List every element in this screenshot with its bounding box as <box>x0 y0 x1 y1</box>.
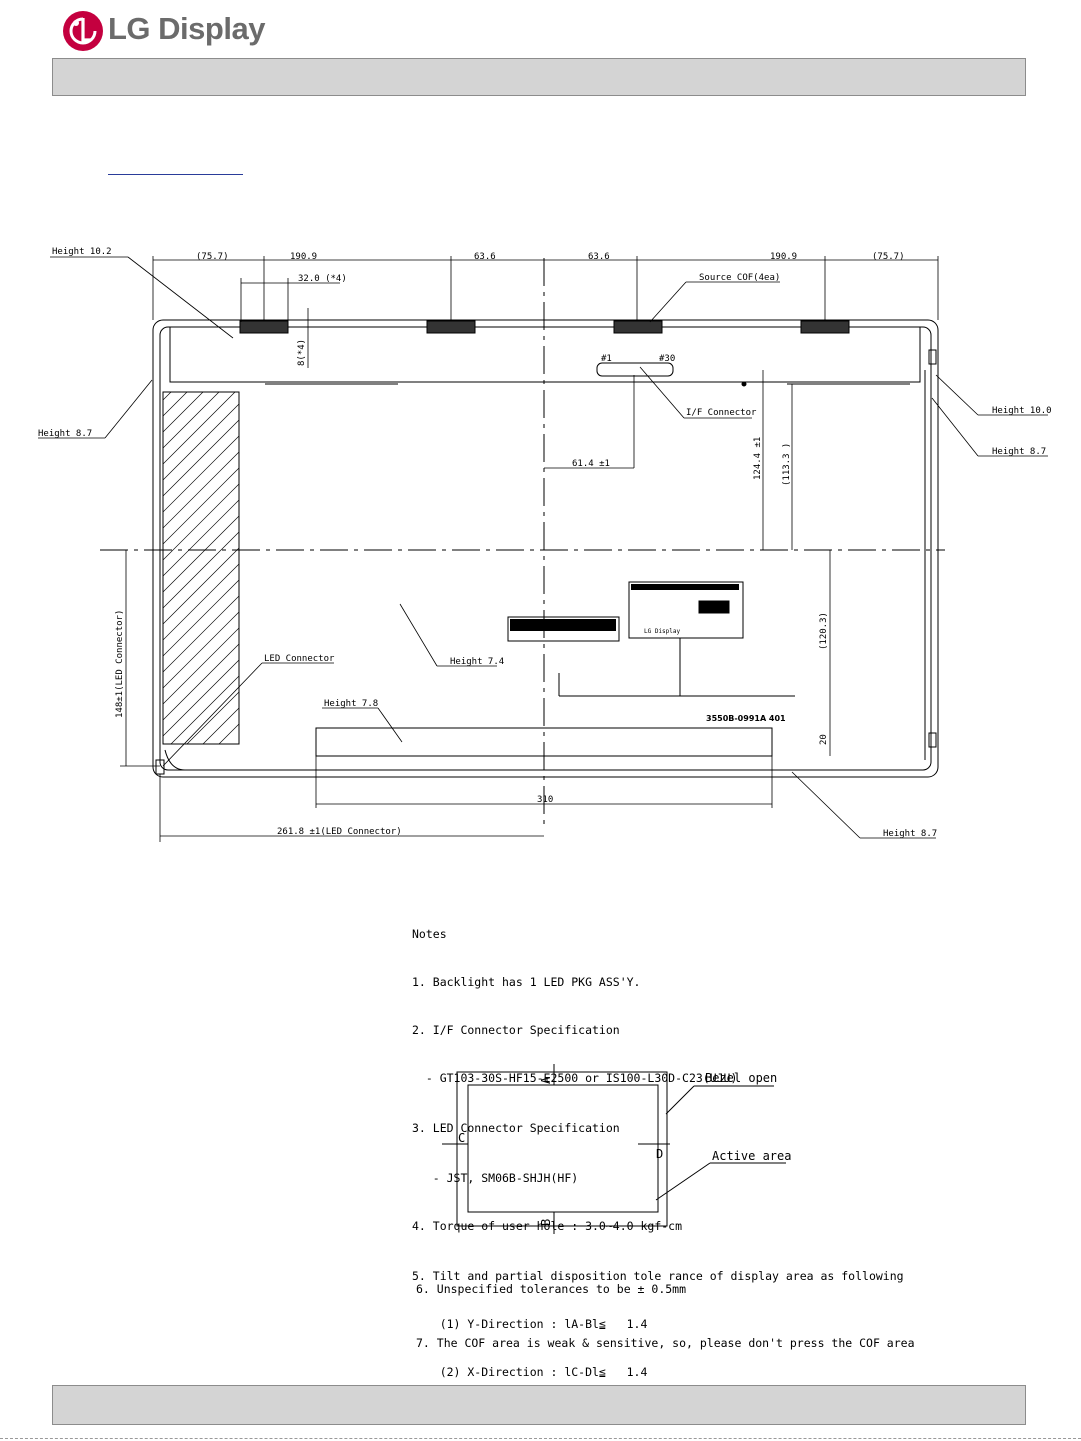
height-7-8-label: Height 7.8 <box>324 699 378 709</box>
dim-20: 20 <box>819 734 829 745</box>
notes-bottom-block: 6. Unspecified tolerances to be ± 0.5mm … <box>416 1244 915 1370</box>
note-7: 7. The COF area is weak & sensitive, so,… <box>416 1336 915 1350</box>
dim-61-4: 61.4 ±1 <box>572 459 610 469</box>
bezel-open-label: Bezel open <box>705 1071 777 1085</box>
led-connector-label: LED Connector <box>264 654 335 664</box>
dim-75-7-right: (75.7) <box>872 252 905 262</box>
part-number-label: 3550B-0991A 401 <box>706 714 786 723</box>
product-label-brand: LG Display <box>644 628 681 635</box>
height-10-0-label: Height 10.0 <box>992 406 1052 416</box>
pin-30-label: #30 <box>659 354 675 364</box>
note-1: 1. Backlight has 1 LED PKG ASS'Y. <box>412 975 641 989</box>
dim-190-9-right: 190.9 <box>770 252 797 262</box>
note-5: 5. Tilt and partial disposition tole ran… <box>412 1269 904 1283</box>
dim-75-7-left: (75.7) <box>196 252 229 262</box>
dim-120-3: (120.3) <box>819 612 829 650</box>
inset-label-a: A <box>539 1076 553 1084</box>
logo-wordmark: LG Display <box>108 11 265 46</box>
pin-1-label: #1 <box>601 354 612 364</box>
note-3: 3. LED Connector Specification <box>412 1121 620 1135</box>
height-8-7-left-label: Height 8.7 <box>38 429 92 439</box>
active-area-outline <box>467 1084 659 1213</box>
dim-310: 310 <box>537 795 553 805</box>
height-8-7-right-label: Height 8.7 <box>992 447 1046 457</box>
module-outline <box>152 319 939 778</box>
note-6: 6. Unspecified tolerances to be ± 0.5mm <box>416 1282 687 1296</box>
lg-logo-icon <box>63 11 103 51</box>
height-8-7-bottom-label: Height 8.7 <box>883 829 937 839</box>
lg-display-logo: LG Display <box>62 10 302 52</box>
notes-title: Notes <box>412 927 447 941</box>
mechanical-drawing: Height 10.2 (75.7) 190.9 63.6 63.6 190.9… <box>38 247 1052 842</box>
section-link-underline[interactable] <box>108 174 243 175</box>
note-2a: - GT103-30S-HF15-E2500 or IS100-L30D-C23… <box>412 1071 738 1085</box>
dim-124-4: 124.4 ±1 <box>753 437 763 480</box>
footer-bar <box>52 1385 1026 1425</box>
dim-cof-width: 32.0 (*4) <box>298 274 347 284</box>
height-10-2-label: Height 10.2 <box>52 247 112 257</box>
dim-cof-height: 8(*4) <box>297 339 307 366</box>
note-2: 2. I/F Connector Specification <box>412 1023 620 1037</box>
inset-label-c: C <box>458 1131 465 1145</box>
dim-63-6-right: 63.6 <box>588 252 610 262</box>
note-5b: (2) X-Direction : lC-Dl≦ 1.4 <box>412 1365 648 1379</box>
source-cof-label: Source COF(4ea) <box>699 273 780 283</box>
dim-261-8: 261.8 ±1(LED Connector) <box>277 827 402 837</box>
dim-190-9-left: 190.9 <box>290 252 317 262</box>
note-3a: - JST, SM06B-SHJH(HF) <box>412 1171 579 1185</box>
header-bar <box>52 58 1026 96</box>
dim-63-6-left: 63.6 <box>474 252 496 262</box>
dim-113-3: (113.3 ) <box>782 443 792 486</box>
if-connector-label: I/F Connector <box>686 408 757 418</box>
bezel-active-area-diagram: A B C D Bezel open Active area <box>442 1064 791 1234</box>
active-area-label: Active area <box>712 1149 791 1163</box>
note-5a: (1) Y-Direction : lA-Bl≦ 1.4 <box>412 1317 648 1331</box>
bezel-open-outline <box>456 1071 668 1227</box>
height-7-4-label: Height 7.4 <box>450 657 504 667</box>
dim-148: 148±1(LED Connector) <box>115 610 125 718</box>
page-bottom-rule <box>0 1438 1081 1439</box>
inset-label-d: D <box>656 1147 663 1161</box>
inset-label-b: B <box>539 1219 553 1226</box>
